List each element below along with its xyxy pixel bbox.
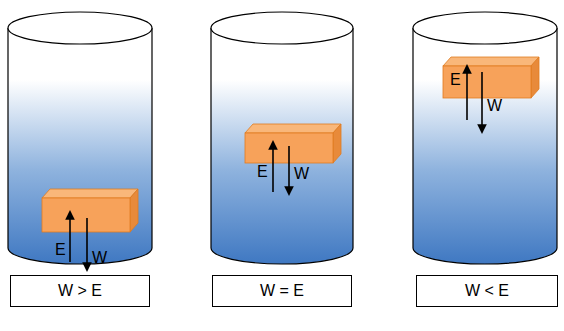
beaker	[413, 12, 557, 264]
condition-text: W > E	[58, 282, 102, 300]
block	[443, 57, 539, 98]
condition-text: W < E	[465, 282, 509, 300]
weight-arrow	[481, 72, 483, 132]
force-label: W	[487, 98, 502, 114]
beaker	[211, 12, 353, 264]
block-side	[333, 124, 341, 163]
buoyancy-arrow	[466, 66, 468, 120]
condition-box: W > E	[10, 275, 150, 307]
water	[211, 28, 353, 264]
buoyancy-arrow	[272, 142, 274, 192]
force-label: W	[294, 166, 309, 182]
condition-box: W < E	[416, 275, 558, 307]
force-label: E	[257, 164, 268, 180]
block	[42, 189, 138, 232]
beaker-rim	[211, 12, 353, 44]
beaker-wall	[413, 28, 557, 264]
beaker-rim	[8, 12, 152, 44]
beaker-wall	[8, 28, 152, 264]
water	[8, 28, 152, 264]
beaker-wall	[211, 28, 353, 264]
block-side	[130, 189, 138, 232]
block-top	[443, 57, 539, 66]
force-label: E	[450, 72, 461, 88]
force-label: E	[55, 242, 66, 258]
block-front	[443, 66, 531, 98]
beaker	[8, 12, 152, 264]
block-front	[42, 198, 130, 232]
beaker-rim	[413, 12, 557, 44]
weight-arrow	[86, 218, 88, 270]
block-top	[42, 189, 138, 198]
buoyancy-arrow	[69, 212, 71, 262]
block	[245, 124, 341, 163]
condition-text: W = E	[260, 282, 304, 300]
block-side	[531, 57, 539, 98]
force-label: W	[92, 250, 107, 266]
weight-arrow	[288, 146, 290, 194]
condition-box: W = E	[212, 275, 352, 307]
water	[413, 28, 557, 264]
block-top	[245, 124, 341, 133]
